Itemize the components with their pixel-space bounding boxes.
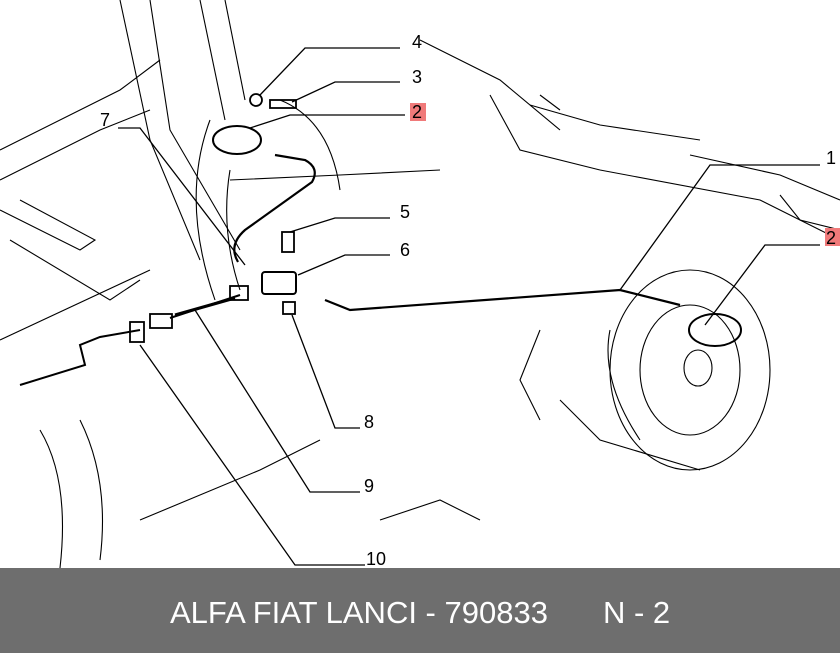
callout-4: 4 <box>412 32 422 52</box>
bracket <box>129 321 145 343</box>
leader-lines <box>118 47 820 566</box>
callout-7: 7 <box>100 110 110 130</box>
callout-2-top: 2 <box>412 102 422 122</box>
callout-2-right: 2 <box>826 228 836 248</box>
callout-3: 3 <box>412 67 422 87</box>
callout-labels: 4 3 2 7 1 5 2 6 8 9 10 <box>100 32 840 568</box>
brake-pipes <box>19 153 681 386</box>
callout-9: 9 <box>364 476 374 496</box>
car-body-outline <box>0 0 840 568</box>
screw <box>269 99 297 109</box>
union-nut <box>282 301 296 315</box>
footer-bar: ALFA FIAT LANCI - 790833 N - 2 <box>0 568 840 653</box>
hose-end <box>149 313 173 329</box>
callout-highlight <box>410 103 426 121</box>
parts-diagram: 4 3 2 7 1 5 2 6 8 9 10 <box>0 0 840 568</box>
callout-10: 10 <box>366 549 386 568</box>
union-bolt <box>281 231 295 253</box>
page-label: N - 2 <box>603 595 671 630</box>
callout-highlight <box>825 228 840 246</box>
callout-6: 6 <box>400 240 410 260</box>
nut <box>249 93 263 107</box>
brake-pipe-union <box>261 271 297 295</box>
wheel-cylinder-right <box>688 313 742 347</box>
wheel-cylinder-left <box>212 125 262 155</box>
hose-fitting <box>229 285 249 301</box>
parts <box>129 93 742 347</box>
callout-8: 8 <box>364 412 374 432</box>
callout-5: 5 <box>400 202 410 222</box>
rear-wheel-drum <box>607 269 771 471</box>
callout-1: 1 <box>826 148 836 168</box>
part-code: ALFA FIAT LANCI - 790833 <box>170 595 548 630</box>
